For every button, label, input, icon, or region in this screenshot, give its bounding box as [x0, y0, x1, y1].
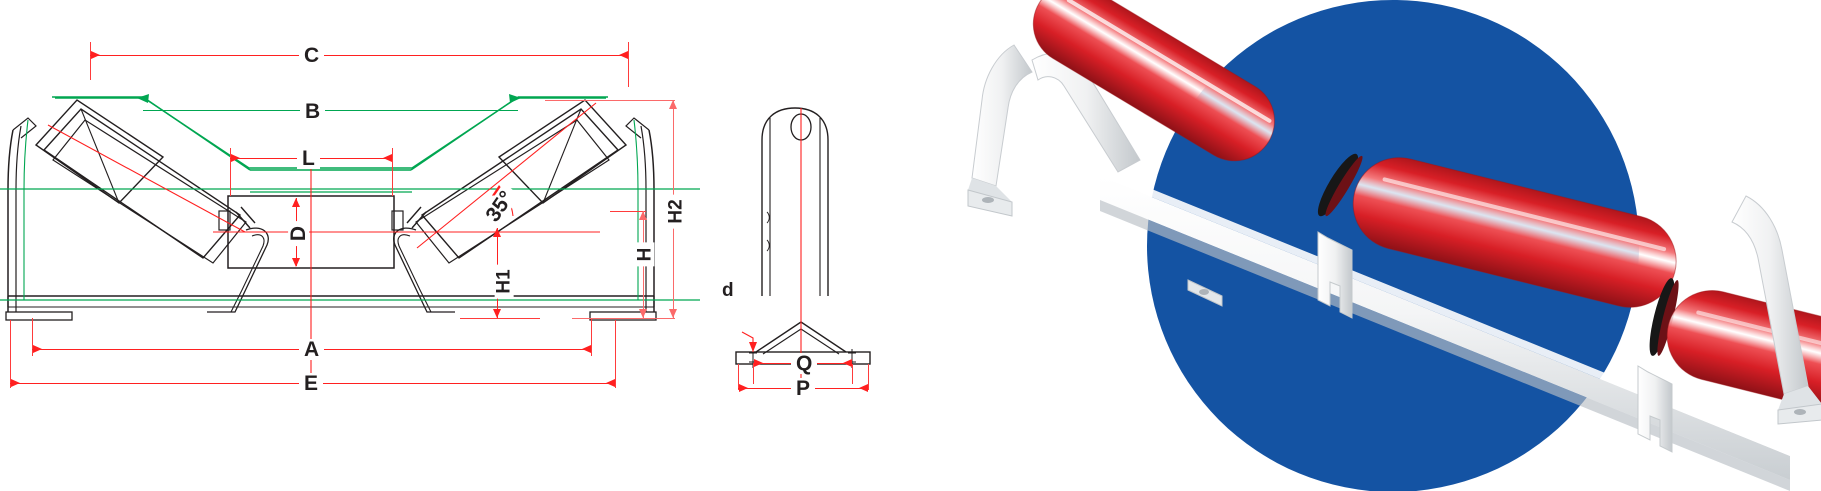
frame-mount-tab: [1187, 279, 1223, 307]
dim-label-l: L: [297, 148, 320, 169]
d-leader: [741, 331, 757, 352]
h1-ext-bottom: [460, 318, 540, 319]
p-arrow-left: [739, 384, 748, 392]
l-ext-left: [230, 148, 231, 196]
e-arrow-left: [11, 379, 20, 387]
p-ext-right: [868, 364, 869, 390]
c-ext-left: [90, 42, 91, 80]
dim-label-c: C: [299, 45, 325, 66]
dim-label-p: P: [791, 378, 816, 399]
dim-label-d: D: [287, 220, 310, 247]
dimension-network-red: [47, 102, 600, 385]
frame-right-leg: [1731, 195, 1821, 425]
c-ext-right: [628, 42, 629, 87]
q-arrow-right: [843, 359, 852, 367]
h2-arrow-up: [669, 100, 677, 109]
h-ext-top: [610, 211, 646, 212]
p-arrow-right: [859, 384, 868, 392]
dim-label-h2: H2: [666, 194, 687, 229]
product-photo-svg: [967, 0, 1821, 491]
l-ext-right: [392, 148, 393, 196]
d-arrow-down: [292, 258, 300, 267]
a-ext-right: [591, 318, 592, 356]
q-ext-right: [852, 364, 853, 384]
c-arrow-right: [619, 51, 628, 59]
c-arrow-left: [91, 51, 100, 59]
dim-label-h1: H1: [494, 264, 515, 299]
h2-ext-top: [545, 100, 675, 101]
dim-label-q: Q: [791, 353, 818, 374]
frame-main-beam: [1100, 168, 1790, 491]
side-elevation-view: d Q P: [700, 0, 960, 491]
roller-left-wing: [1032, 0, 1275, 162]
dim-label-d-hole: d: [717, 281, 739, 300]
roller-centre: [1352, 157, 1677, 308]
dim-label-e: E: [299, 373, 324, 394]
belt-profile-green: [0, 96, 700, 301]
front-elevation-view: C B L D 35° H1: [0, 0, 700, 491]
b-arrows: [137, 94, 521, 103]
p-ext-left: [738, 364, 739, 390]
dim-label-b: B: [300, 101, 326, 122]
a-ext-left: [32, 318, 33, 356]
l-arrow-right: [383, 154, 392, 162]
h2-ext-bottom: [572, 318, 675, 319]
h1-arrow-up: [493, 228, 501, 237]
frame-left-leg: [967, 44, 1033, 217]
h-arrow-down: [639, 309, 647, 318]
h-arrow-up: [639, 211, 647, 220]
q-ext-left: [753, 364, 754, 384]
c-dim-line: [90, 55, 628, 56]
e-ext-left: [10, 320, 11, 388]
h2-arrow-down: [669, 309, 677, 318]
l-arrow-left: [231, 154, 240, 162]
e-arrow-right: [606, 379, 615, 387]
q-arrow-left: [754, 359, 763, 367]
a-arrow-left: [33, 345, 42, 353]
roller-seal-ring-left: [1317, 153, 1363, 217]
e-ext-right: [615, 320, 616, 388]
h1-arrow-down: [493, 309, 501, 318]
product-photo: [960, 0, 1821, 491]
a-arrow-right: [582, 345, 591, 353]
roller-seal-ring-right: [1649, 278, 1679, 356]
dim-label-h: H: [634, 242, 655, 267]
d-arrow-up: [292, 198, 300, 207]
frame-bracket-right: [1637, 365, 1673, 453]
dim-label-a: A: [299, 339, 325, 360]
b-dim-line-green: [143, 110, 518, 111]
frame-bracket-left: [1317, 231, 1353, 319]
